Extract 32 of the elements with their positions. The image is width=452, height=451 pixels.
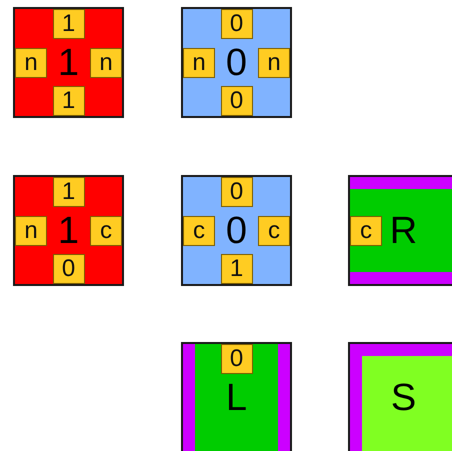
tag-label: 0 bbox=[220, 177, 252, 207]
tag-label: n bbox=[15, 216, 47, 246]
tag-label: 0 bbox=[220, 9, 252, 39]
tag-label: 1 bbox=[52, 9, 84, 39]
tile bbox=[348, 175, 452, 286]
tag-label: n bbox=[258, 48, 290, 78]
tag-label: 1 bbox=[220, 254, 252, 284]
tag-label: 1 bbox=[52, 177, 84, 207]
tile bbox=[181, 342, 292, 451]
tag-label: n bbox=[15, 48, 47, 78]
tile-label: S bbox=[390, 378, 416, 416]
tile bbox=[13, 175, 124, 286]
tile bbox=[348, 342, 452, 451]
tag-label: c bbox=[90, 216, 122, 246]
tile-label: 1 bbox=[58, 44, 80, 82]
tile bbox=[181, 175, 292, 286]
tag-label: c bbox=[183, 216, 215, 246]
tag-label: 0 bbox=[52, 254, 84, 284]
tile-label: 1 bbox=[58, 212, 80, 250]
tile-label: 0 bbox=[226, 44, 248, 82]
tile bbox=[181, 7, 292, 118]
tile-label: R bbox=[390, 212, 418, 250]
tag-label: 1 bbox=[52, 86, 84, 116]
tag-label: 0 bbox=[220, 344, 252, 374]
tag-label: c bbox=[350, 216, 382, 246]
tile-label: 0 bbox=[226, 212, 248, 250]
tag-label: 0 bbox=[220, 86, 252, 116]
tile bbox=[13, 7, 124, 118]
tag-label: c bbox=[258, 216, 290, 246]
tag-label: n bbox=[183, 48, 215, 78]
tile-label: L bbox=[226, 378, 248, 416]
tag-label: n bbox=[90, 48, 122, 78]
